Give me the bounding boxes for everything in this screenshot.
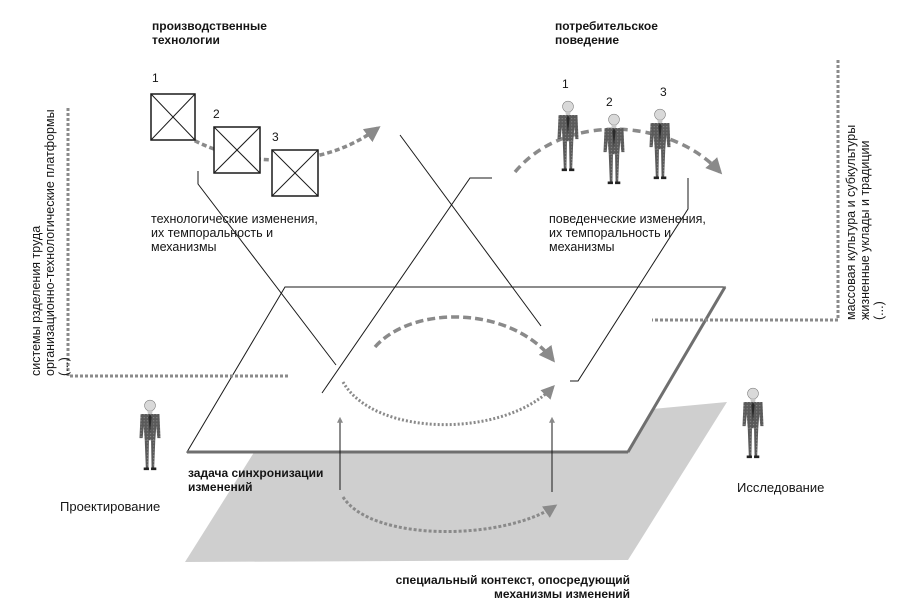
special-context-text: специальный контекст, опосредующий механ…	[395, 573, 630, 601]
standing-businessman-icon	[741, 387, 765, 459]
box-number-1: 1	[152, 71, 159, 85]
crossed-box-icon	[213, 126, 261, 174]
plane-upper-arrow	[373, 315, 555, 363]
consumer-title: потребительское поведение	[555, 19, 658, 47]
behavior-changes-text: поведенческие изменения, их темпоральнос…	[549, 212, 706, 254]
person-number-2: 2	[606, 95, 613, 109]
technology-changes-text: технологические изменения, их темпоральн…	[151, 212, 318, 254]
left-vertical-text: системы рзделения труда организационно-т…	[29, 109, 71, 376]
plane-right-edge	[626, 286, 727, 453]
right-bracket-line	[652, 60, 840, 322]
standing-businessman-icon	[556, 100, 580, 172]
person-number-3: 3	[660, 85, 667, 99]
standing-businessman-icon	[138, 399, 162, 471]
cross-line-a	[399, 134, 542, 327]
sync-task-text: задача синхронизации изменений	[188, 466, 324, 494]
right-vertical-text: массовая культура и субкультуры жизненны…	[844, 124, 886, 320]
standing-businessman-icon	[602, 113, 626, 185]
crossed-box-icon	[150, 93, 196, 141]
box-number-3: 3	[272, 130, 279, 144]
box-number-2: 2	[213, 107, 220, 121]
left-bracket-line	[66, 108, 290, 378]
consumer-connector-line	[570, 178, 689, 382]
production-connector-line	[197, 171, 337, 366]
behavior-change-arrow	[513, 127, 723, 175]
crossed-box-icon	[271, 149, 319, 197]
design-label: Проектирование	[60, 499, 161, 514]
research-label: Исследование	[737, 480, 825, 495]
person-number-1: 1	[562, 77, 569, 91]
cross-line-b	[321, 177, 492, 394]
context-arrow	[341, 496, 558, 533]
production-title: производственные технологии	[152, 19, 267, 47]
standing-businessman-icon	[648, 108, 672, 180]
plane-lower-arrow	[341, 381, 555, 427]
